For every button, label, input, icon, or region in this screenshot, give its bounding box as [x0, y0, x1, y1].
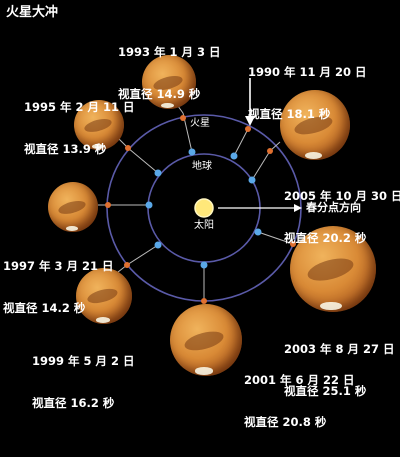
equinox-arrowhead [294, 204, 302, 212]
connector-1990 [233, 128, 249, 157]
connector-2003 [257, 231, 294, 245]
earth-dot [230, 152, 238, 160]
mars-orbit-label: 火星 [190, 118, 210, 129]
sun-label: 太阳 [194, 220, 214, 231]
earth-positions [145, 148, 262, 269]
connector-1999 [126, 244, 159, 266]
equinox-label: 春分点方向 [306, 201, 361, 214]
diagram-title: 火星大冲 [6, 5, 59, 20]
opposition-date: 2005 年 10 月 30 日 [284, 189, 400, 203]
opposition-2003: 2003 年 8 月 27 日 视直径 25.1 秒 [284, 314, 395, 426]
opposition-date: 2003 年 8 月 27 日 [284, 342, 395, 356]
mars-dot [125, 145, 131, 151]
opposition-1997: 1997 年 3 月 21 日 视直径 14.2 秒 [3, 231, 114, 343]
mars-photo-1999 [76, 268, 132, 324]
opposition-date: 1997 年 3 月 21 日 [3, 259, 114, 273]
opposition-diameter: 视直径 20.2 秒 [284, 231, 367, 245]
earth-orbit-label: 地球 [192, 161, 212, 172]
opposition-date: 1990 年 11 月 20 日 [248, 65, 367, 79]
earth-dot [248, 176, 256, 184]
connector-1995 [127, 147, 159, 174]
mars-dot [245, 126, 251, 132]
mars-photo-1995 [74, 100, 124, 150]
mars-photo-2003 [290, 226, 376, 312]
opposition-date: 2001 年 6 月 22 日 [244, 373, 355, 387]
mars-dot [180, 115, 186, 121]
diagram-canvas: 火星大冲 火星 地球 太阳 春分点方向 1990 年 11 月 20 日 视直径… [0, 0, 400, 400]
sun-icon [194, 198, 214, 218]
mars-dot [105, 202, 111, 208]
earth-dot [254, 228, 262, 236]
opposition-date: 1999 年 5 月 2 日 [32, 354, 135, 368]
opposition-diameter: 视直径 13.9 秒 [24, 142, 107, 156]
opposition-1995: 1995 年 2 月 11 日 视直径 13.9 秒 [24, 72, 135, 184]
opposition-diameter: 视直径 18.1 秒 [248, 107, 331, 121]
opposition-diameter: 视直径 14.9 秒 [118, 87, 201, 101]
earth-dot [188, 148, 196, 156]
mars-positions [105, 115, 296, 304]
earth-dot [200, 261, 208, 269]
mars-dot [267, 148, 273, 154]
mars-photo-2005 [280, 90, 350, 160]
mars-photo-1993 [142, 55, 196, 109]
opposition-date: 1995 年 2 月 11 日 [24, 100, 135, 114]
earth-dot [154, 241, 162, 249]
connector-2005 [251, 150, 271, 181]
earth-dot [154, 169, 162, 177]
opposition-2005: 2005 年 10 月 30 日 视直径 20.2 秒 [284, 161, 400, 273]
opposition-diameter: 视直径 14.2 秒 [3, 301, 86, 315]
opposition-diameter: 视直径 25.1 秒 [284, 384, 367, 398]
opposition-diameter: 视直径 16.2 秒 [32, 396, 115, 410]
pointer-1990-arrowhead [245, 116, 255, 126]
mars-photo-1997 [48, 182, 98, 232]
mars-dot [201, 298, 207, 304]
earth-dot [145, 201, 153, 209]
opposition-1999: 1999 年 5 月 2 日 视直径 16.2 秒 [32, 326, 135, 438]
opposition-1990: 1990 年 11 月 20 日 视直径 18.1 秒 [248, 37, 367, 149]
mars-photo-2001 [170, 304, 242, 376]
opposition-1993: 1993 年 1 月 3 日 视直径 14.9 秒 [118, 17, 221, 129]
orbit-diagram [98, 78, 302, 304]
opposition-date: 1993 年 1 月 3 日 [118, 45, 221, 59]
mars-dot [124, 262, 130, 268]
mars-dot [290, 241, 296, 247]
